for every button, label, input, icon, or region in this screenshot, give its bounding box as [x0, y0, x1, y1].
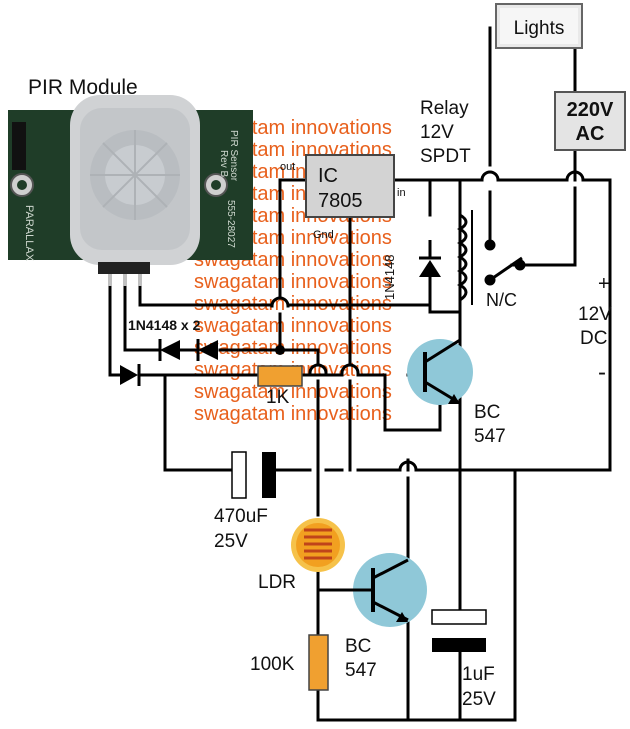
- ic-7805-regulator: IC 7805: [305, 154, 395, 218]
- pir-pcb-text-3: 555-28027: [225, 200, 236, 248]
- lights-label: Lights: [514, 18, 565, 39]
- supply-voltage-label: 12V: [578, 304, 612, 325]
- supply-type-label: DC: [580, 328, 607, 349]
- resistor-100k: [308, 634, 329, 691]
- cap-1uf-value: 1uF: [462, 664, 495, 685]
- diode-single: [120, 364, 141, 386]
- ic-label-2: 7805: [318, 190, 363, 212]
- resistor-1k: [257, 365, 303, 387]
- q2-label-1: BC: [345, 636, 371, 657]
- watermark-line: swagatam innovations: [194, 403, 392, 425]
- ic-label-1: IC: [318, 165, 338, 187]
- lights-lamp: Lights: [495, 3, 583, 49]
- cap-470uf-voltage: 25V: [214, 531, 248, 552]
- ac-type-label: AC: [576, 123, 605, 145]
- relay-label-2: 12V: [420, 122, 454, 143]
- ldr: [291, 518, 345, 572]
- ac-supply-box: 220V AC: [554, 91, 626, 151]
- diode-pair-label: 1N4148 x 2: [128, 317, 201, 333]
- watermark-line: swagatam innovations: [194, 337, 392, 359]
- resistor-100k-label: 100K: [250, 654, 295, 675]
- ic-in-label: in: [397, 187, 406, 199]
- relay-label-3: SPDT: [420, 146, 471, 167]
- cap-470uf-value: 470uF: [214, 506, 268, 527]
- q1-label-1: BC: [474, 402, 500, 423]
- transistor-q2: [350, 553, 427, 627]
- supply-minus-label: -: [598, 359, 606, 386]
- ldr-label: LDR: [258, 572, 296, 593]
- q1-label-2: 547: [474, 426, 506, 447]
- capacitor-1uf: [431, 609, 487, 652]
- ic-gnd-label: Gnd: [313, 229, 334, 241]
- watermark-line: swagatam innovations: [194, 271, 392, 293]
- pir-header: [98, 262, 150, 274]
- pir-pcb-text-4: PARALLAX: [23, 205, 35, 262]
- watermark-line: swagatam innovations: [194, 381, 392, 403]
- pir-module-label: PIR Module: [28, 76, 138, 99]
- resistor-1k-label: 1K: [266, 387, 290, 408]
- pir-jumper: [12, 122, 26, 170]
- relay-coil: [457, 210, 473, 305]
- supply-plus-label: +: [598, 273, 610, 295]
- cap-1uf-voltage: 25V: [462, 689, 496, 710]
- relay-contacts: [484, 239, 526, 286]
- pir-module: PIR Sensor Rev B 555-28027 PARALLAX: [8, 95, 253, 286]
- q2-label-2: 547: [345, 660, 377, 681]
- pir-pcb-text-2: Rev B: [218, 150, 229, 178]
- pir-pcb-text-1: PIR Sensor: [228, 130, 239, 182]
- relay-diode-label: 1N4148: [382, 254, 397, 300]
- diode-pair: [158, 339, 218, 361]
- relay-diode: [419, 240, 441, 300]
- ac-voltage-label: 220V: [567, 99, 614, 121]
- relay-label-1: Relay: [420, 98, 469, 119]
- relay-contact-label: N/C: [486, 290, 517, 310]
- transistor-q1: [407, 338, 473, 405]
- ic-out-label: out: [280, 161, 295, 173]
- watermark-line: swagatam innovations: [194, 315, 392, 337]
- junction-dot: [275, 345, 285, 355]
- capacitor-470uf: [231, 451, 276, 499]
